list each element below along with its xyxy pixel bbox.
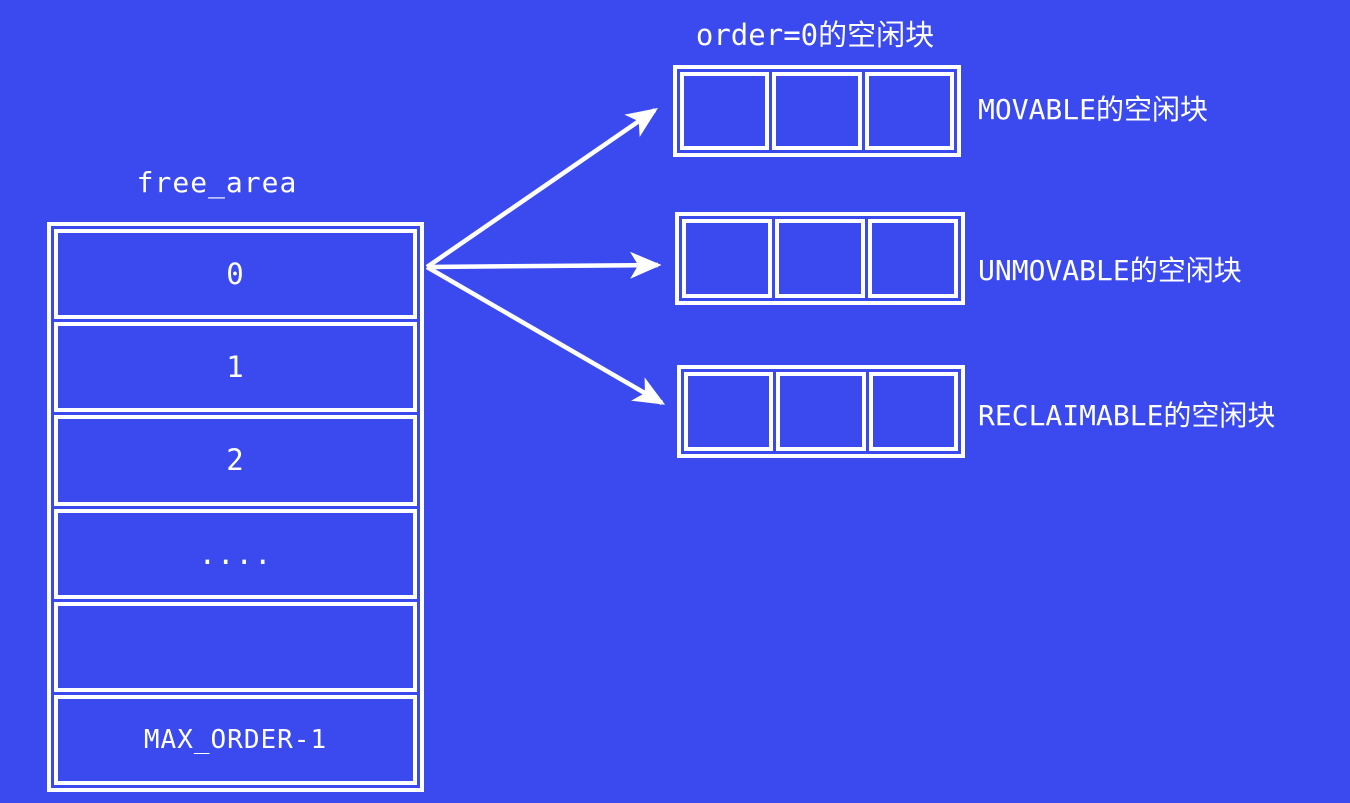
reclaimable-block-cell	[776, 372, 866, 451]
free-area-cell-2: 2	[54, 415, 417, 506]
unmovable-block-cell	[682, 219, 772, 298]
order-0-title: order=0的空闲块	[695, 18, 935, 52]
arrow-to-movable-block	[425, 107, 658, 269]
free-area-cell-max-order: MAX_ORDER-1	[54, 694, 417, 786]
unmovable-block-cell	[775, 219, 865, 298]
arrow-to-reclaimable-block	[425, 265, 666, 405]
free-area-title: free_area	[136, 166, 298, 199]
movable-block-cell	[772, 72, 862, 150]
free-area-array: 0 1 2 .... MAX_ORDER-1	[47, 222, 424, 792]
free-area-cell-0-label: 0	[226, 257, 245, 292]
free-area-cell-ellipsis: ....	[54, 508, 417, 599]
free-area-cell-0: 0	[54, 229, 417, 320]
reclaimable-free-block	[677, 365, 965, 458]
arrow-to-unmovable-block	[426, 251, 662, 279]
unmovable-block-cell	[868, 219, 958, 298]
free-area-cell-1: 1	[54, 322, 417, 413]
free-area-cell-max-order-label: MAX_ORDER-1	[143, 724, 328, 755]
movable-block-label: MOVABLE的空闲块	[978, 93, 1209, 126]
free-area-cell-ellipsis-label: ....	[198, 536, 273, 571]
unmovable-block-label: UNMOVABLE的空闲块	[978, 254, 1242, 287]
reclaimable-block-cell	[868, 372, 958, 451]
movable-block-cell	[864, 72, 954, 150]
free-area-cell-empty	[54, 601, 417, 692]
reclaimable-block-cell	[684, 372, 774, 451]
free-area-cell-2-label: 2	[226, 443, 245, 478]
unmovable-free-block	[675, 212, 965, 305]
reclaimable-block-label: RECLAIMABLE的空闲块	[978, 399, 1276, 432]
movable-free-block	[673, 65, 961, 157]
movable-block-cell	[680, 72, 770, 150]
free-area-cell-1-label: 1	[226, 350, 245, 385]
